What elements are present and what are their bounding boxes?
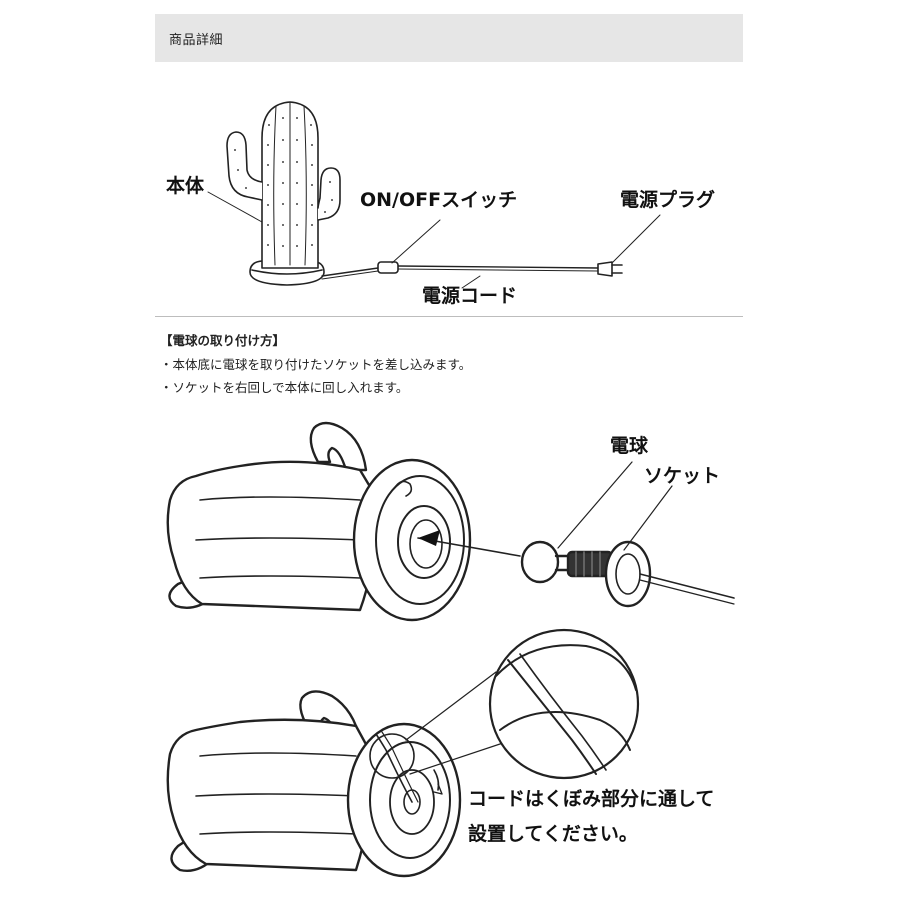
instructions-title: 【電球の取り付け方】 [160,333,286,348]
routing-note-line2: 設置してください。 [468,822,638,845]
zoom-detail [488,628,640,780]
cactus-lamp-diagram [207,101,661,289]
section-divider [155,316,743,317]
socket-cap [604,540,652,608]
instruction-step-1: ・本体底に電球を取り付けたソケットを差し込みます。 [160,357,472,372]
instruction-step-2: ・ソケットを右回しで本体に回し入れます。 [160,380,409,395]
routing-note-line1: コードはくぼみ部分に通して [468,787,714,810]
label-socket: ソケット [644,465,720,487]
power-cord [321,265,599,277]
cord-routing-diagram [166,628,640,878]
label-bulb: 電球 [610,434,649,457]
label-body: 本体 [166,174,205,197]
section-title: 商品詳細 [169,33,224,48]
power-plug [597,261,613,277]
base-ring [352,458,472,622]
cactus-right-arm [317,167,341,221]
bulb [520,540,560,584]
label-switch: ON/OFFスイッチ [360,189,517,211]
onoff-switch [377,261,399,274]
section-header: 商品詳細 [155,14,743,62]
label-plug: 電源プラグ [620,188,715,211]
bulb-insert-diagram [166,421,735,622]
label-cord: 電源コード [422,284,517,307]
cactus-left-arm [226,131,263,201]
cactus-body-side [166,460,376,612]
